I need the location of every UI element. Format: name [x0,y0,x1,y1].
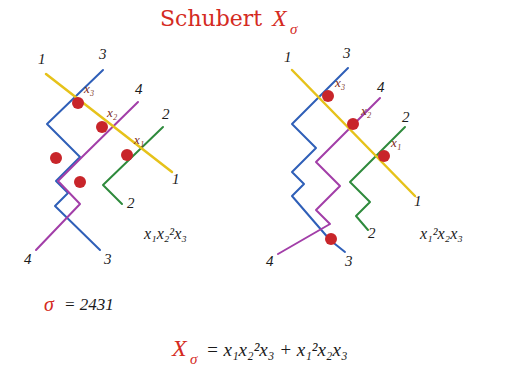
strand-number: 1 [284,50,292,65]
dot-variable: x₃ [84,82,94,95]
strand-number: 4 [266,254,274,269]
permutation-symbol: σ [44,294,54,314]
right-pipe-dream [278,68,415,254]
cross-dot [325,233,337,245]
strand-number: 2 [402,110,410,125]
magenta-pipe [278,98,380,254]
cross-dot [322,90,334,102]
dot-variable: x₁ [134,133,144,146]
monomial: x₁x₂²x₃ [144,226,187,242]
cross-dot [74,176,86,188]
subscript: σ [290,22,297,37]
cross-dot [121,149,133,161]
cross-dot [347,118,359,130]
title: Schubert [160,8,262,30]
magenta-pipe [36,102,138,250]
cross-dot [72,97,84,109]
permutation-value: = 2431 [64,296,114,313]
dot-variable: x₁ [391,136,401,149]
left-pipe-dream [36,70,172,250]
strand-number: 1 [414,194,422,209]
strand-number: 3 [99,47,107,62]
strand-number: 2 [368,226,376,241]
monomial: x₁²x₂x₃ [420,226,463,242]
strand-number: 2 [127,196,135,211]
cross-dot [378,150,390,162]
strand-number: 3 [343,46,351,61]
blue-pipe [292,68,348,252]
strand-number: 4 [377,80,385,95]
dot-variable: x₂ [107,106,117,119]
green-pipe [103,127,163,204]
subscript: σ [190,352,197,367]
symbol: X [272,6,287,30]
strand-number: 2 [162,107,170,122]
dot-variable: x₃ [335,76,345,89]
yellow-pipe [46,74,172,172]
strand-number: 4 [135,82,143,97]
strand-number: 4 [24,252,32,267]
cross-dot [96,121,108,133]
strand-number: 3 [345,254,353,269]
cross-dot [50,152,62,164]
dot-variable: x₂ [361,104,371,117]
strand-number: 1 [172,172,180,187]
strand-number: 1 [38,52,46,67]
strand-number: 3 [104,252,112,267]
polynomial: = x₁x₂²x₃ + x₁²x₂x₃ [206,340,348,359]
yellow-pipe [292,70,415,196]
symbol: X [172,336,187,360]
